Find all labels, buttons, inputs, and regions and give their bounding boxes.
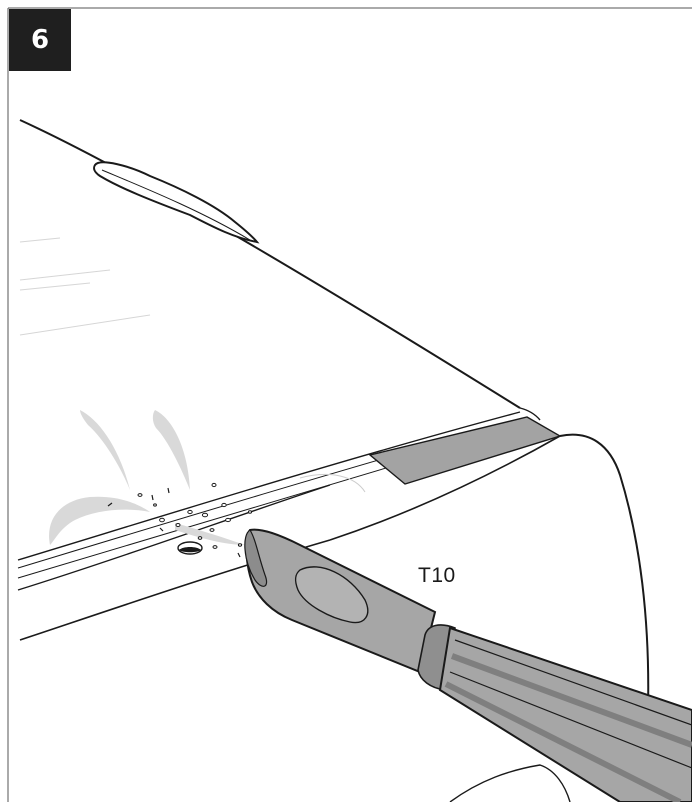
body-shoulder-line	[329, 435, 561, 541]
roof-fin-inner-line	[101, 169, 251, 241]
debris-specks	[107, 487, 241, 558]
channel-upper-edge	[17, 411, 521, 561]
roof-reflection-lines	[19, 237, 151, 336]
pillar-curve	[559, 433, 650, 711]
drain-hole-icon	[177, 541, 203, 555]
debris-icon	[137, 482, 253, 549]
channel-end-curve	[519, 407, 541, 421]
roof-fin	[93, 161, 260, 244]
lower-panel-curve	[449, 764, 571, 802]
step-number-badge: 6	[9, 9, 71, 71]
tool-label: T10	[418, 564, 456, 587]
channel-shadow-curve	[299, 474, 366, 493]
channel-lower-edge	[17, 484, 331, 591]
roof-top-edge	[19, 119, 521, 409]
air-stream-icon	[49, 410, 245, 545]
vacuum-nozzle-icon	[244, 528, 692, 802]
